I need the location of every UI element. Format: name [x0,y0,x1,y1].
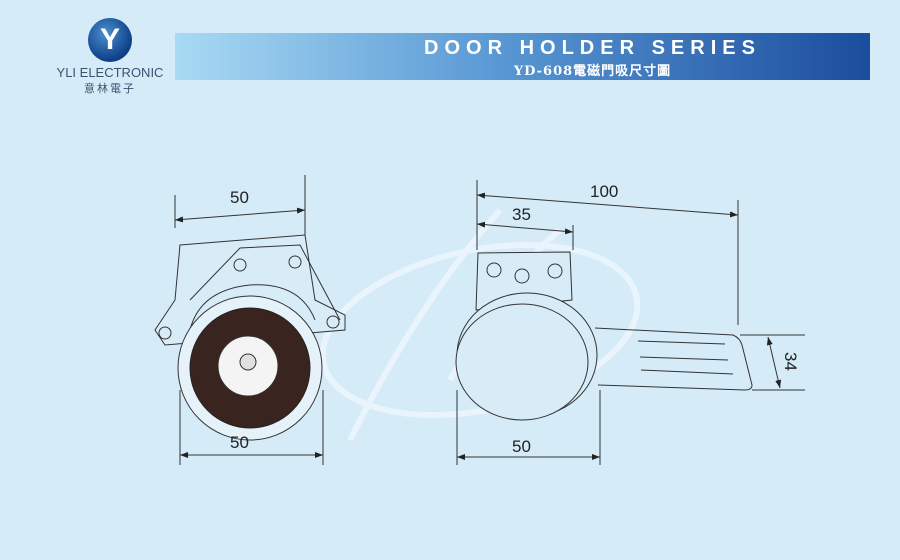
company-name-en: YLI ELECTRONIC [56,65,164,80]
banner-title: DOOR HOLDER SERIES [424,37,761,59]
logo-icon: Y [88,18,132,62]
dim-side-bottom: 50 [512,437,531,456]
side-view [455,180,805,465]
title-banner: DOOR HOLDER SERIES YD-608電磁門吸尺寸圖 [175,33,870,80]
dim-side-plate-height: 34 [781,352,800,371]
dim-front-bottom: 50 [230,433,249,452]
dim-side-bracket: 35 [512,205,531,224]
dim-side-total: 100 [590,182,618,201]
banner-subtitle: YD-608電磁門吸尺寸圖 [513,64,672,79]
company-name-cn: 意林電子 [84,83,136,95]
front-view [154,175,346,465]
dim-front-top: 50 [230,188,249,207]
company-logo: Y YLI ELECTRONIC 意林電子 [57,18,163,96]
